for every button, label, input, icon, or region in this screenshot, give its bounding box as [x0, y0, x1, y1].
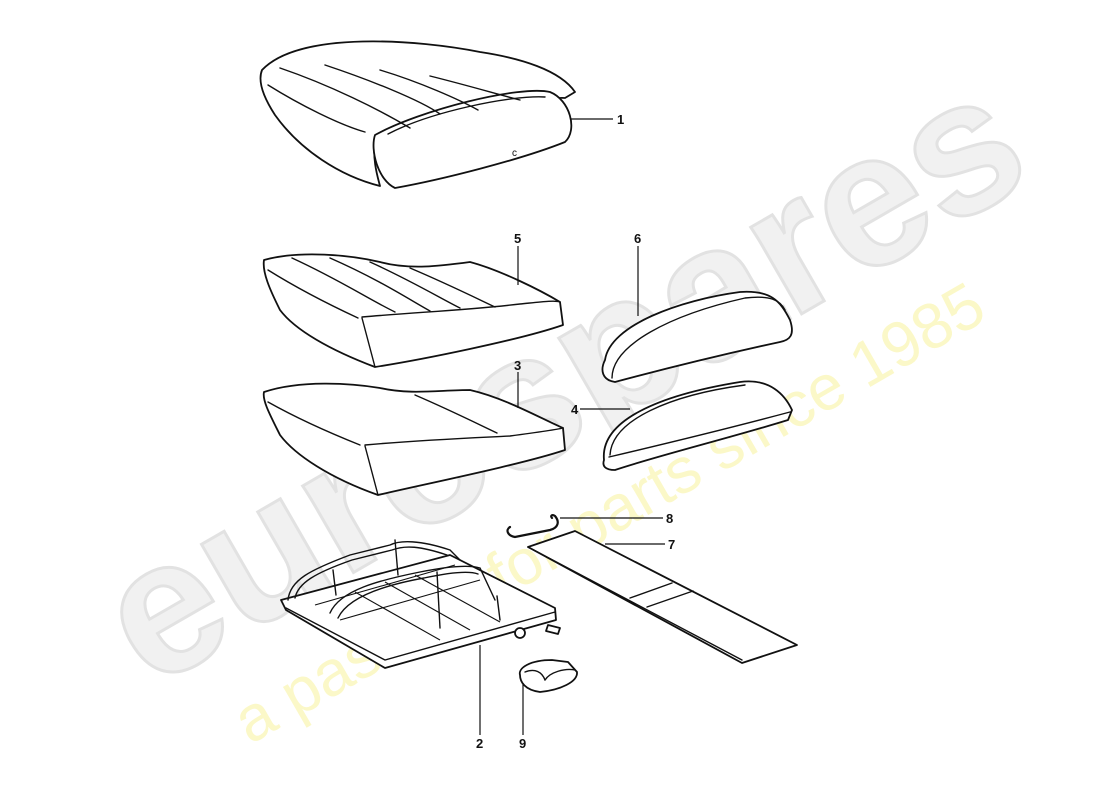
- part-4-front-padding-roll[interactable]: 4: [571, 380, 793, 471]
- callout-1[interactable]: 1: [617, 112, 624, 127]
- detail-mark: c: [512, 148, 517, 159]
- part-8-wire-clip[interactable]: 8: [506, 511, 674, 539]
- part-7-strip[interactable]: 7: [527, 530, 798, 664]
- callout-9[interactable]: 9: [519, 736, 526, 751]
- callout-3[interactable]: 3: [514, 358, 521, 373]
- part-5-cushion-cover[interactable]: 5: [262, 231, 564, 368]
- part-1-seat-cushion[interactable]: c 1: [259, 40, 625, 189]
- part-3-foam-padding[interactable]: 3: [262, 358, 566, 496]
- part-9-clip[interactable]: 9: [518, 659, 578, 751]
- part-2-seat-frame[interactable]: 2: [280, 539, 561, 751]
- callout-2[interactable]: 2: [476, 736, 483, 751]
- callout-7[interactable]: 7: [668, 537, 675, 552]
- callout-5[interactable]: 5: [514, 231, 521, 246]
- callout-4[interactable]: 4: [571, 402, 579, 417]
- callout-6[interactable]: 6: [634, 231, 641, 246]
- callout-8[interactable]: 8: [666, 511, 673, 526]
- part-6-front-roll-cover[interactable]: 6: [601, 231, 793, 383]
